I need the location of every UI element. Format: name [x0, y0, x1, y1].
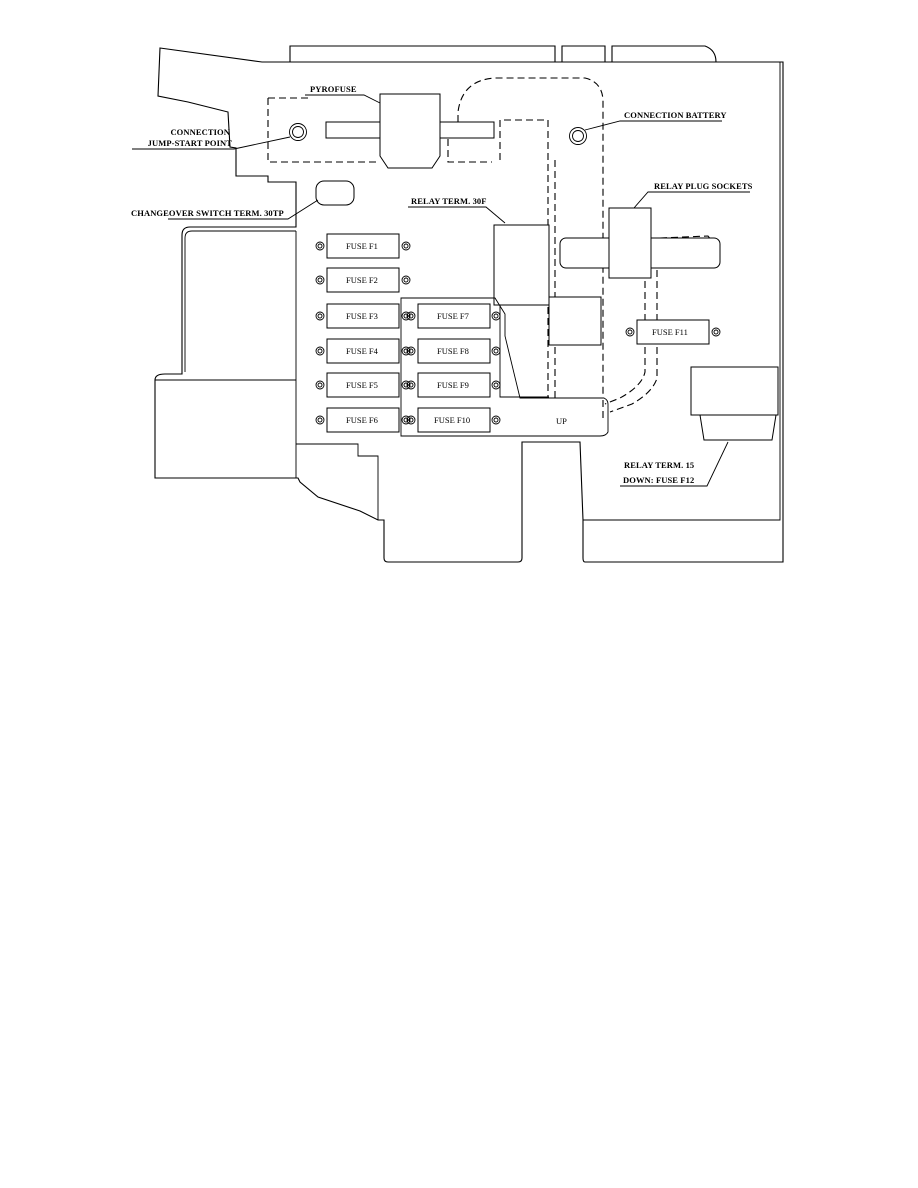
callout-relay-30f: RELAY TERM. 30F — [408, 196, 506, 224]
fuse-f6: FUSE F6 — [315, 407, 411, 433]
relay-term-15-down-label: DOWN: FUSE F12 — [623, 475, 694, 485]
fuse-f9-label: FUSE F9 — [437, 380, 469, 390]
fuse-f10-label: FUSE F10 — [434, 415, 470, 425]
fuse-f1-label: FUSE F1 — [346, 241, 378, 251]
relay-plug-sockets-label: RELAY PLUG SOCKETS — [654, 181, 753, 191]
up-label: UP — [556, 416, 567, 426]
fuse-f11: FUSE F11 — [625, 319, 721, 345]
fuse-f6-label: FUSE F6 — [346, 415, 378, 425]
fuse-f7-label: FUSE F7 — [437, 311, 469, 321]
fuse-f8: FUSE F8 — [406, 338, 501, 364]
changeover-switch-label: CHANGEOVER SWITCH TERM. 30TP — [131, 208, 284, 218]
fuse-f9: FUSE F9 — [406, 372, 501, 398]
fuse-f3-label: FUSE F3 — [346, 311, 378, 321]
fuse-f4: FUSE F4 — [315, 338, 411, 364]
callout-pyrofuse: PYROFUSE — [305, 84, 381, 104]
housing-outline — [154, 45, 784, 563]
changeover-switch — [315, 180, 355, 206]
callout-relay-plug-sockets: RELAY PLUG SOCKETS — [633, 181, 753, 209]
fuse-f2-label: FUSE F2 — [346, 275, 378, 285]
pyrofuse-area — [267, 93, 587, 169]
callout-connection-battery: CONNECTION BATTERY — [584, 110, 727, 131]
relay-plug-sockets — [559, 207, 721, 279]
connection-battery-label: CONNECTION BATTERY — [624, 110, 727, 120]
fuse-f8-label: FUSE F8 — [437, 346, 469, 356]
relay-30f — [493, 224, 602, 398]
fuse-panel-right — [400, 297, 609, 437]
fuse-f1: FUSE F1 — [315, 233, 411, 259]
callout-changeover-switch: CHANGEOVER SWITCH TERM. 30TP — [131, 199, 319, 220]
fuse-f7: FUSE F7 — [406, 303, 501, 329]
jump-start-label: JUMP-START POINT — [148, 138, 233, 148]
battery-terminal — [569, 127, 587, 145]
jump-start-terminal — [289, 123, 307, 141]
callout-relay-term-15: RELAY TERM. 15 DOWN: FUSE F12 — [620, 441, 729, 487]
fuse-f2: FUSE F2 — [315, 267, 411, 293]
fuse-f11-label: FUSE F11 — [652, 327, 688, 337]
callout-jump-start: CONNECTION JUMP-START POINT — [132, 127, 291, 150]
fuse-f5: FUSE F5 — [315, 372, 411, 398]
fuse-f3: FUSE F3 — [315, 303, 411, 329]
relay-term-15-label: RELAY TERM. 15 — [624, 460, 694, 470]
fuse-f5-label: FUSE F5 — [346, 380, 378, 390]
fuse-f10: FUSE F10 — [406, 407, 501, 433]
pyrofuse-body — [379, 93, 441, 169]
pyrofuse-label: PYROFUSE — [310, 84, 357, 94]
relay-30f-label: RELAY TERM. 30F — [411, 196, 487, 206]
relay-term-15 — [690, 366, 779, 441]
fuse-f4-label: FUSE F4 — [346, 346, 379, 356]
connection-label: CONNECTION — [170, 127, 230, 137]
